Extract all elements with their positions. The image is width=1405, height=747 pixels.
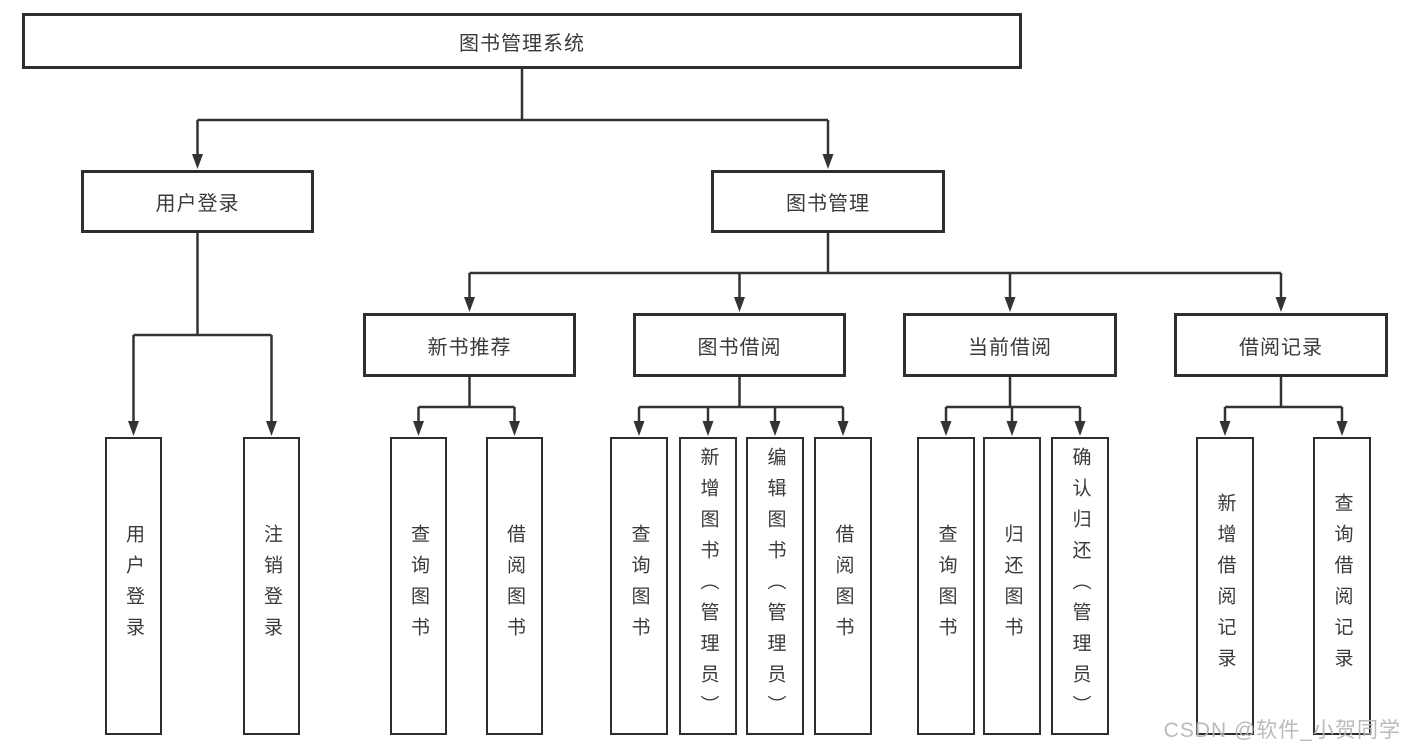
- leaf-newbook-query-book: 查询图书: [390, 437, 447, 735]
- leaf-label: 编辑图书（管理员）: [764, 446, 786, 726]
- leaf-label: 查询图书: [935, 524, 957, 648]
- node-current-borrow: 当前借阅: [903, 313, 1117, 377]
- node-label: 用户登录: [155, 193, 240, 215]
- node-user-login: 用户登录: [81, 170, 314, 233]
- csdn-watermark: CSDN @软件_小贺同学: [1163, 719, 1401, 742]
- connector-new-book-branch: [413, 377, 520, 436]
- leaf-label: 借阅图书: [832, 524, 854, 648]
- leaf-label: 新增图书（管理员）: [697, 446, 719, 726]
- leaf-records-add-record: 新增借阅记录: [1196, 437, 1254, 735]
- node-label: 图书管理系统: [459, 32, 585, 55]
- node-label: 图书借阅: [697, 336, 782, 359]
- leaf-newbook-borrow-book: 借阅图书: [486, 437, 543, 735]
- leaf-borrow-edit-book-admin: 编辑图书（管理员）: [746, 437, 804, 735]
- leaf-label: 归还图书: [1001, 524, 1023, 648]
- connector-borrow-records-branch: [1219, 377, 1348, 436]
- connector-root-branch: [192, 69, 834, 169]
- leaf-label: 确认归还（管理员）: [1069, 446, 1091, 726]
- leaf-label: 查询图书: [408, 524, 429, 648]
- leaf-current-confirm-return-admin: 确认归还（管理员）: [1051, 437, 1109, 735]
- leaf-label: 用户登录: [123, 524, 144, 648]
- node-new-book-recommend: 新书推荐: [363, 313, 576, 377]
- node-book-management: 图书管理: [711, 170, 945, 233]
- node-borrow-records: 借阅记录: [1174, 313, 1388, 377]
- leaf-label: 查询图书: [628, 524, 650, 648]
- node-label: 当前借阅: [968, 336, 1052, 359]
- node-label: 借阅记录: [1239, 336, 1323, 359]
- node-label: 新书推荐: [427, 336, 512, 359]
- leaf-records-query-record: 查询借阅记录: [1313, 437, 1371, 735]
- leaf-current-query-book: 查询图书: [917, 437, 975, 735]
- connector-book-borrow-branch: [633, 377, 849, 436]
- leaf-logout: 注销登录: [243, 437, 300, 735]
- leaf-label: 新增借阅记录: [1214, 493, 1236, 679]
- connector-book-mgmt-branch: [464, 233, 1287, 312]
- leaf-borrow-add-book-admin: 新增图书（管理员）: [679, 437, 737, 735]
- leaf-label: 查询借阅记录: [1331, 493, 1353, 679]
- node-book-borrow: 图书借阅: [633, 313, 846, 377]
- connector-user-login-branch: [128, 233, 277, 436]
- connector-current-borrow-branch: [940, 377, 1086, 436]
- leaf-user-login: 用户登录: [105, 437, 162, 735]
- leaf-borrow-borrow-book: 借阅图书: [814, 437, 872, 735]
- leaf-borrow-query-book: 查询图书: [610, 437, 668, 735]
- leaf-current-return-book: 归还图书: [983, 437, 1041, 735]
- node-label: 图书管理: [786, 193, 870, 215]
- node-library-system: 图书管理系统: [22, 13, 1022, 69]
- leaf-label: 借阅图书: [504, 524, 525, 648]
- leaf-label: 注销登录: [261, 524, 282, 648]
